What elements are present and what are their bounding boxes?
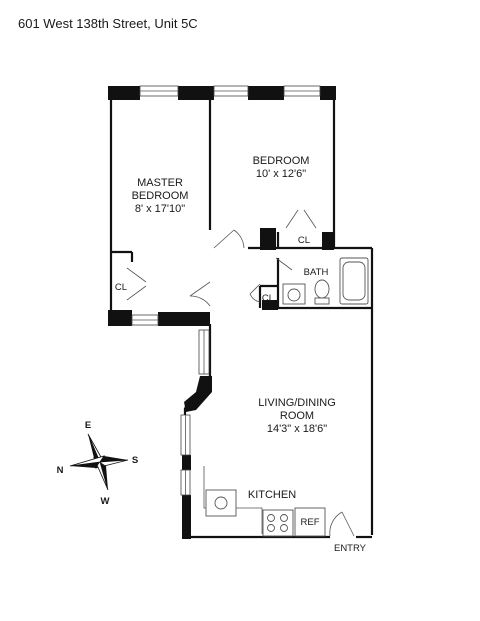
burner bbox=[280, 514, 288, 522]
kitchen-label: KITCHEN bbox=[248, 489, 296, 501]
compass-n: N bbox=[57, 465, 64, 476]
bath-fixtures bbox=[282, 257, 369, 305]
toilet-tank bbox=[314, 297, 330, 305]
refrigerator-label: REF bbox=[301, 517, 320, 528]
windows bbox=[131, 85, 321, 496]
hall-closet-label: CL bbox=[262, 293, 274, 304]
kitchen-sink-basin bbox=[214, 496, 228, 510]
thin-walls bbox=[109, 86, 374, 539]
bedroom-dims: 10' x 12'6" bbox=[256, 168, 306, 180]
master-bedroom-label-line1: MASTER bbox=[137, 177, 183, 189]
living-dims: 14'3" x 18'6" bbox=[267, 423, 327, 435]
compass-s: S bbox=[132, 455, 138, 466]
room-labels: MASTER BEDROOM 8' x 17'10" BEDROOM 10' x… bbox=[115, 155, 367, 554]
stove bbox=[262, 509, 294, 537]
bedroom-closet-label: CL bbox=[298, 235, 310, 246]
master-closet-label: CL bbox=[115, 282, 127, 293]
living-label-line1: LIVING/DINING bbox=[258, 397, 336, 409]
burner bbox=[267, 524, 275, 532]
compass-star-icon bbox=[69, 433, 129, 491]
closet-walls bbox=[111, 232, 280, 262]
bedroom-label: BEDROOM bbox=[253, 155, 310, 167]
bath-label: BATH bbox=[304, 267, 329, 278]
address-title: 601 West 138th Street, Unit 5C bbox=[18, 16, 198, 31]
entry-label: ENTRY bbox=[334, 543, 367, 554]
thick-wall-segments bbox=[108, 86, 336, 539]
compass-w: W bbox=[101, 496, 110, 507]
refrigerator bbox=[294, 507, 326, 537]
master-bedroom-label-line2: BEDROOM bbox=[132, 190, 189, 202]
sink-basin bbox=[287, 288, 301, 302]
compass-e: E bbox=[85, 420, 91, 431]
compass-rose: E S W N bbox=[57, 420, 139, 507]
master-bedroom-dims: 8' x 17'10" bbox=[135, 203, 185, 215]
kitchen-fixtures bbox=[203, 466, 326, 537]
burner bbox=[267, 514, 275, 522]
bathtub-basin bbox=[342, 261, 366, 301]
burner bbox=[280, 524, 288, 532]
doors bbox=[126, 209, 355, 537]
living-label-line2: ROOM bbox=[280, 410, 314, 422]
toilet bbox=[314, 279, 330, 299]
